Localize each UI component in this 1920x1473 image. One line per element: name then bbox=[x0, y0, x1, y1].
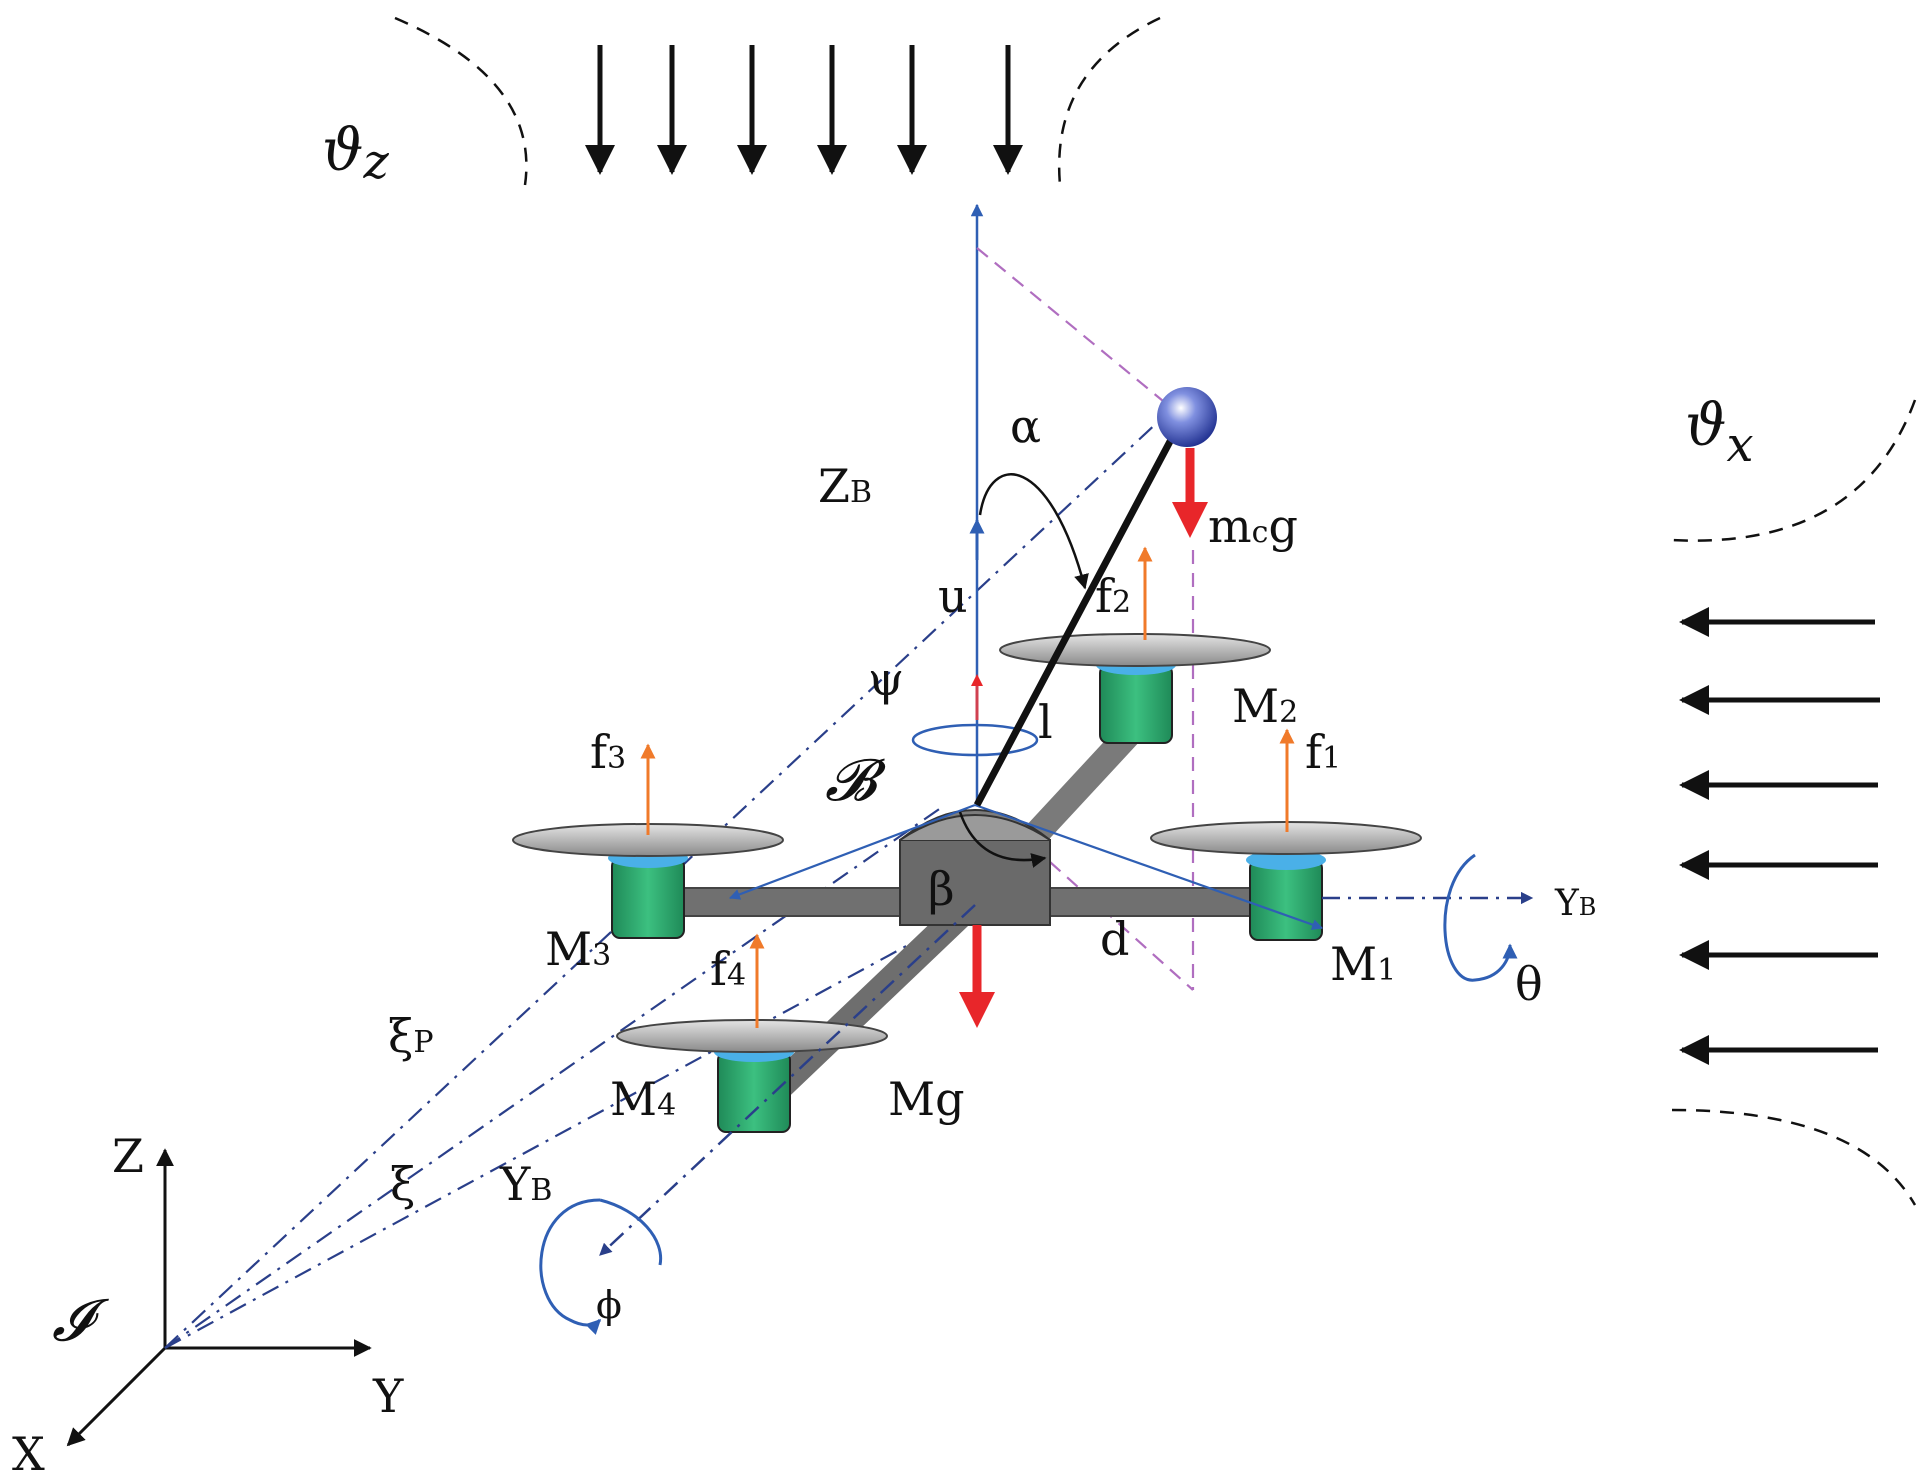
label-f1: f1 bbox=[1305, 725, 1341, 779]
label-mg: Mg bbox=[888, 1072, 965, 1126]
label-zb: ZB bbox=[818, 459, 872, 513]
central-hub bbox=[899, 809, 1051, 926]
label-xi-p: ξP bbox=[388, 1009, 434, 1063]
label-u: u bbox=[938, 569, 968, 623]
label-yb-right: YB bbox=[1554, 883, 1596, 924]
xb-axis-front bbox=[599, 904, 976, 1256]
label-m1: M1 bbox=[1330, 937, 1396, 991]
label-f3: f3 bbox=[590, 725, 626, 779]
cable bbox=[973, 430, 1179, 807]
label-phi: ϕ bbox=[596, 1283, 622, 1327]
payload-ball bbox=[1157, 387, 1217, 447]
wind-top-right-boundary bbox=[1057, 16, 1161, 186]
label-l: l bbox=[1038, 695, 1053, 749]
label-m4: M4 bbox=[610, 1072, 676, 1126]
label-m3: M3 bbox=[545, 922, 611, 976]
label-theta-z: ϑz bbox=[322, 116, 389, 190]
label-f4: f4 bbox=[710, 942, 746, 996]
wind-right-upper-boundary bbox=[1671, 399, 1917, 542]
label-mcg: mcg bbox=[1208, 499, 1298, 553]
wind-top-arrows bbox=[585, 45, 1023, 175]
label-y-axis: Y bbox=[372, 1369, 404, 1423]
wind-top-left-boundary bbox=[394, 16, 528, 186]
theta-rotation-arrow bbox=[1443, 853, 1518, 982]
inertial-axes bbox=[66, 1148, 372, 1447]
wind-right-lower-boundary bbox=[1671, 1108, 1917, 1206]
yaw-rotation-indicator bbox=[911, 723, 1039, 757]
label-z-axis: Z bbox=[112, 1129, 144, 1183]
rotor-m4 bbox=[616, 1019, 888, 1133]
projection-lines bbox=[976, 247, 1195, 991]
rotor-thrust-arrows bbox=[640, 546, 1295, 1028]
rotor-m1 bbox=[1150, 821, 1422, 941]
phi-rotation-tail bbox=[599, 1198, 663, 1266]
label-x-axis: X bbox=[12, 1427, 45, 1473]
label-body-frame: 𝓑 bbox=[825, 746, 887, 814]
label-d: d bbox=[1100, 912, 1129, 966]
rotor-m2 bbox=[999, 633, 1271, 744]
label-theta-x: ϑx bbox=[1685, 391, 1754, 473]
label-m2: M2 bbox=[1232, 679, 1298, 733]
label-xi: ξ bbox=[390, 1157, 415, 1211]
label-inertial-frame: 𝓘 bbox=[52, 1286, 109, 1354]
wind-right-arrows bbox=[1679, 607, 1880, 1065]
label-beta: β bbox=[928, 862, 955, 916]
label-f2: f2 bbox=[1095, 569, 1131, 623]
label-psi: ψ bbox=[868, 652, 904, 706]
phi-rotation-arrow bbox=[539, 1198, 602, 1335]
hub-to-rotor-vectors bbox=[728, 803, 1324, 930]
alpha-angle-arc bbox=[978, 473, 1089, 590]
label-alpha: α bbox=[1010, 399, 1041, 453]
label-theta: θ bbox=[1515, 957, 1543, 1011]
beta-angle-arc bbox=[958, 811, 1047, 868]
rotor-m3 bbox=[512, 823, 784, 939]
label-yb-lower: YB bbox=[499, 1157, 552, 1211]
